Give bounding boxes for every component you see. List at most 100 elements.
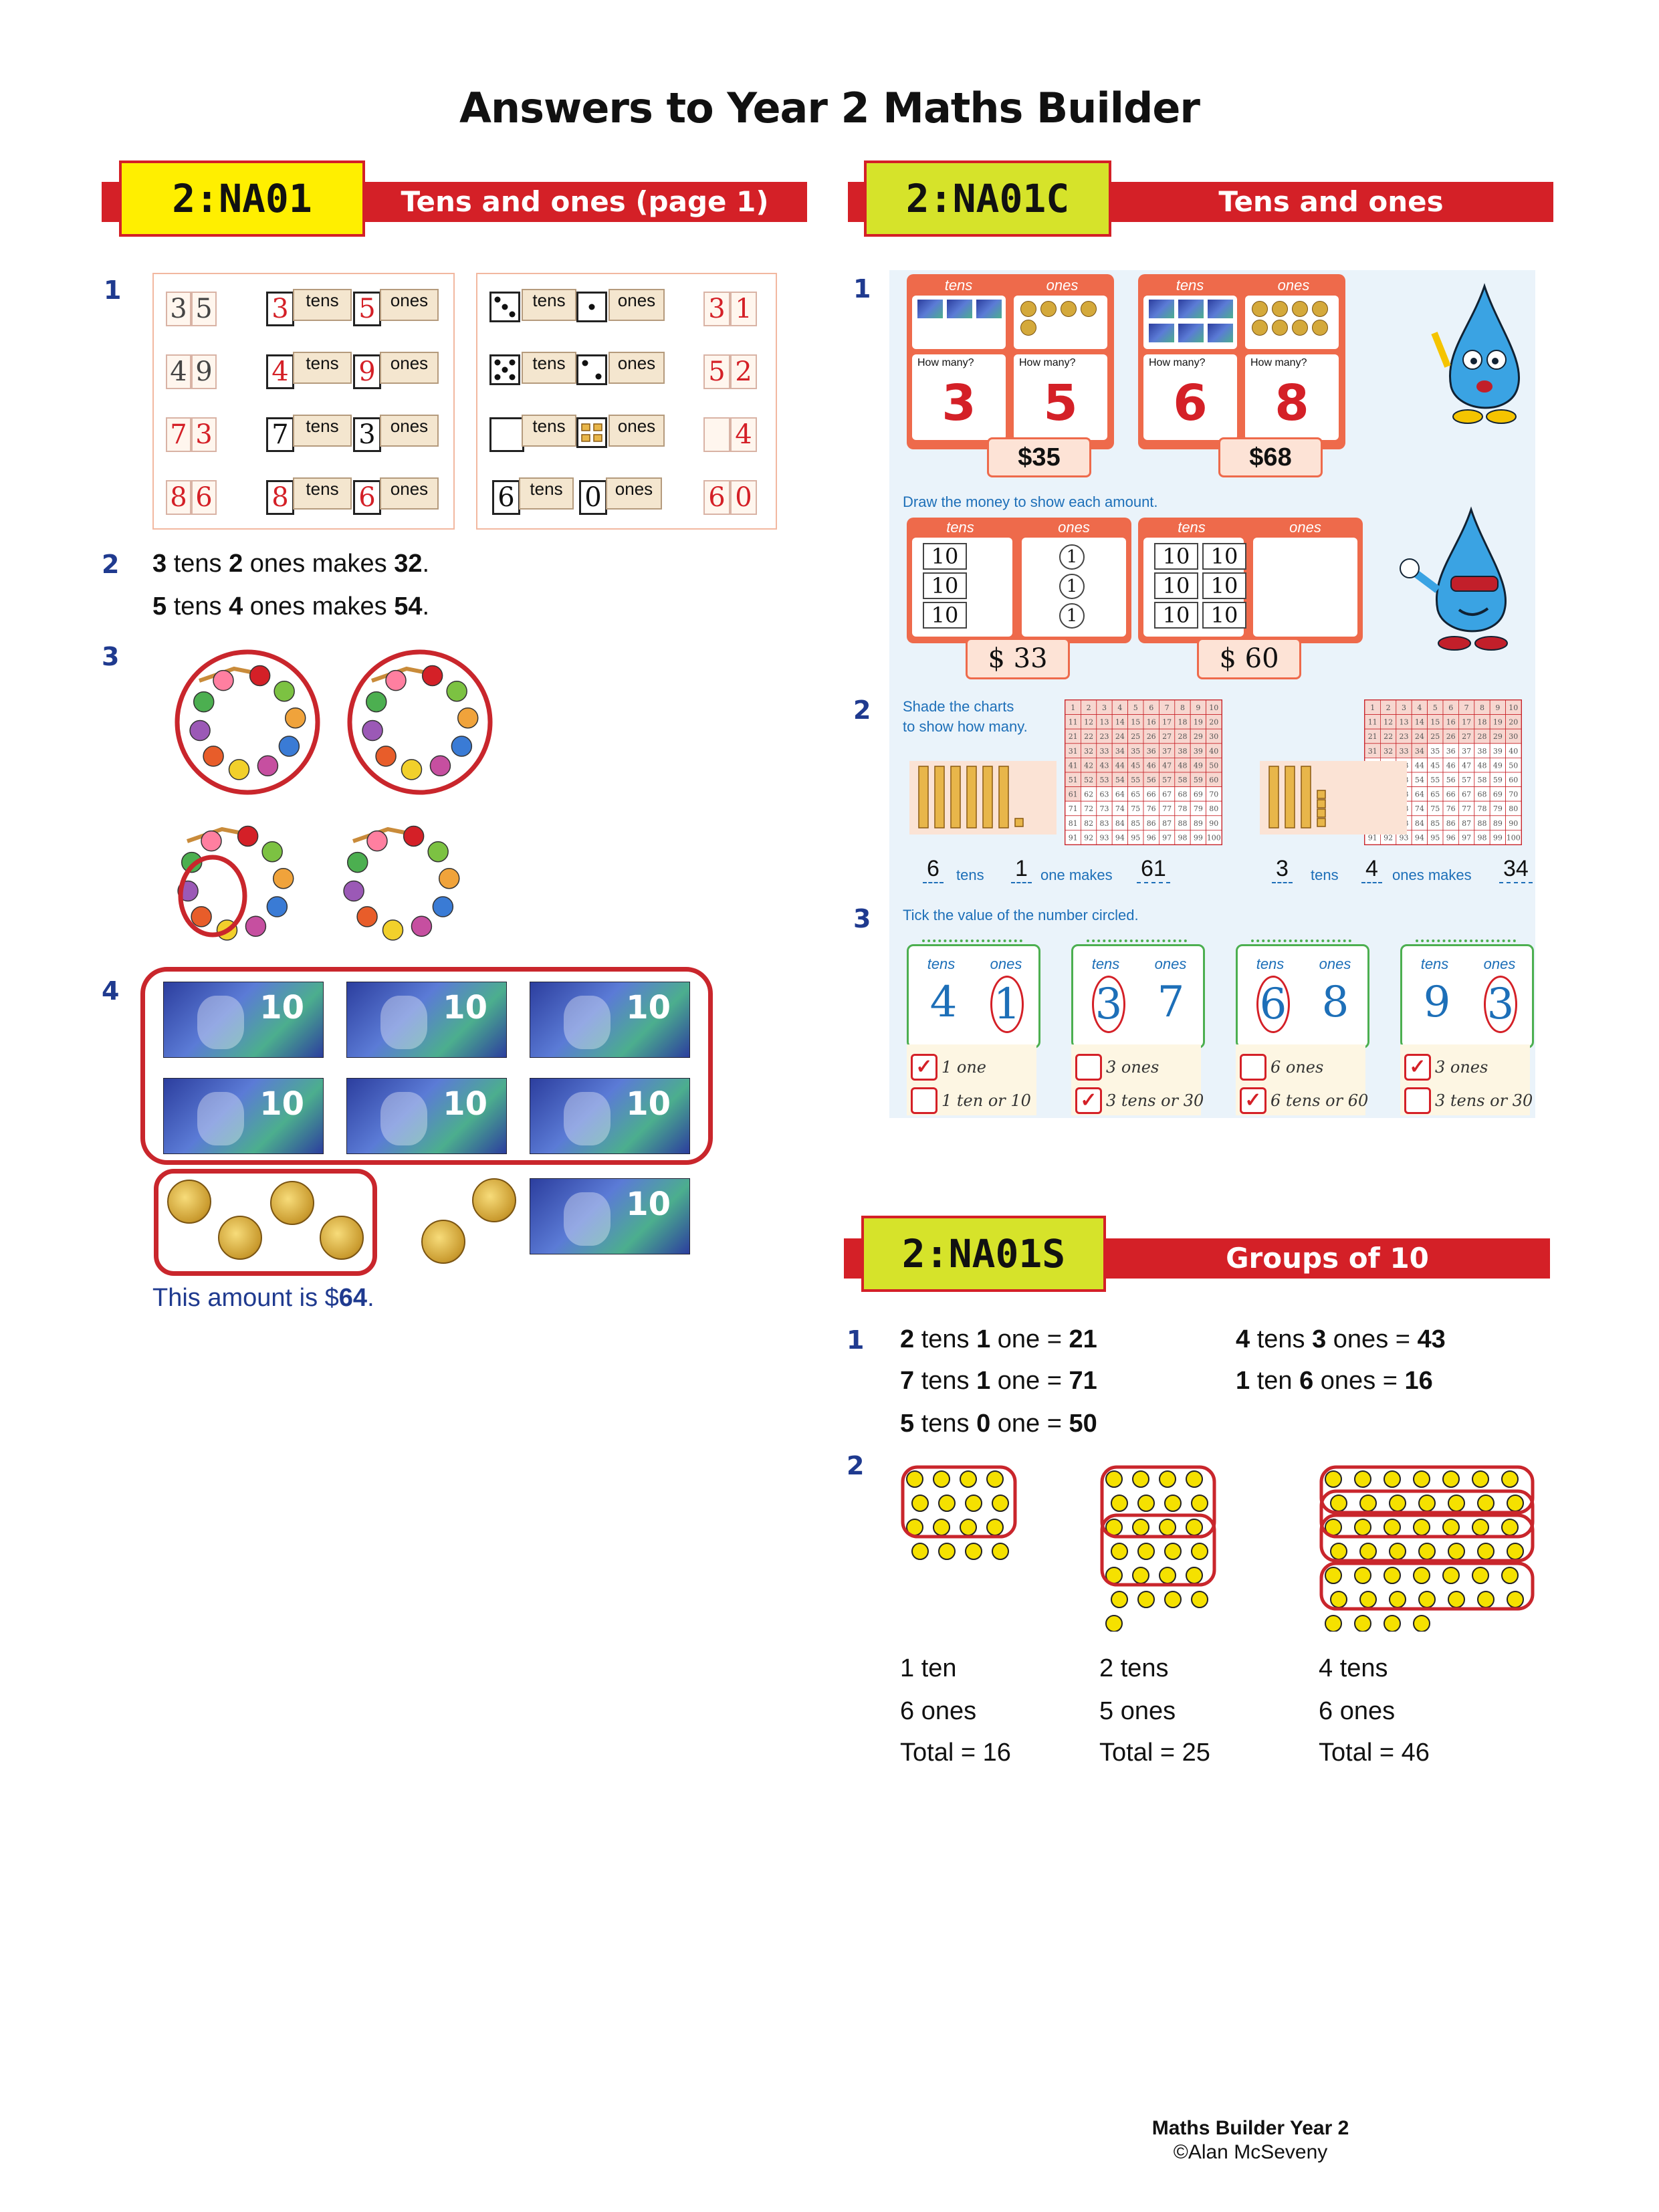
checkbox[interactable] <box>1075 1054 1102 1081</box>
group-tens: 2 tens <box>1099 1654 1169 1682</box>
how-many-label: How many? <box>1019 357 1076 368</box>
one-dollar-coin-icon <box>1292 301 1308 317</box>
svg-text:42: 42 <box>1084 761 1093 770</box>
ones-answer-box: 5 <box>353 292 381 326</box>
option-label: 3 tens or 30 <box>1106 1091 1204 1110</box>
svg-text:57: 57 <box>1462 776 1471 784</box>
checkbox[interactable]: ✓ <box>1240 1087 1266 1114</box>
ten-dollar-note-icon: 10 <box>530 982 690 1058</box>
svg-text:87: 87 <box>1462 819 1471 828</box>
svg-text:4: 4 <box>1417 703 1422 712</box>
svg-text:74: 74 <box>1415 804 1424 813</box>
ten-dollar-note-icon <box>947 300 972 318</box>
svg-text:96: 96 <box>1147 833 1156 842</box>
makes-answer: 61 <box>1137 856 1170 883</box>
ten-dollar-note-icon: 10 <box>530 1078 690 1154</box>
svg-text:68: 68 <box>1478 790 1487 799</box>
note-value: 10 <box>626 1186 671 1223</box>
question-number: 2 <box>853 695 871 725</box>
question-number: 1 <box>853 274 871 304</box>
tens-answer: 3 <box>1272 856 1293 883</box>
tens-label: tens <box>1178 519 1206 536</box>
section-code: 2:NA01S <box>861 1216 1106 1292</box>
svg-text:39: 39 <box>1194 747 1203 756</box>
note-value: 10 <box>443 989 487 1026</box>
checkbox[interactable] <box>1404 1087 1431 1114</box>
answer-line: 7 tens 1 one = 71 <box>900 1367 1097 1395</box>
tens-dice-icon <box>489 354 520 385</box>
tens-word: tens <box>956 867 984 883</box>
section-title: Tens and ones <box>1218 185 1444 218</box>
ones-count: 8 <box>1275 374 1309 432</box>
number-tens-digit: 7 <box>166 417 191 452</box>
svg-text:74: 74 <box>1115 804 1125 813</box>
tens-word: tens <box>1311 867 1339 883</box>
svg-text:46: 46 <box>1446 761 1456 770</box>
one-dollar-coin-icon <box>421 1220 465 1264</box>
spiral-binding <box>1251 939 1351 949</box>
svg-text:21: 21 <box>1069 732 1078 741</box>
checkbox[interactable] <box>911 1087 937 1114</box>
circle-mark <box>140 967 713 1165</box>
svg-text:37: 37 <box>1162 747 1172 756</box>
checkbox[interactable]: ✓ <box>1404 1054 1431 1081</box>
svg-text:96: 96 <box>1446 833 1456 842</box>
svg-text:12: 12 <box>1384 718 1393 727</box>
tens-answer-box: 7 <box>266 417 294 452</box>
svg-text:49: 49 <box>1493 761 1503 770</box>
checkbox[interactable] <box>1240 1054 1266 1081</box>
tens-empty-box <box>489 417 524 452</box>
answer-ones-digit: 2 <box>730 354 757 389</box>
checkbox[interactable]: ✓ <box>911 1054 937 1081</box>
tens-count: 3 <box>942 374 976 432</box>
svg-text:28: 28 <box>1178 732 1188 741</box>
svg-text:4: 4 <box>1117 703 1122 712</box>
checkbox[interactable]: ✓ <box>1075 1087 1102 1114</box>
section-code: 2:NA01C <box>864 160 1111 237</box>
svg-text:85: 85 <box>1430 819 1440 828</box>
svg-text:100: 100 <box>1507 833 1521 842</box>
ones-label: ones <box>380 352 439 384</box>
svg-text:37: 37 <box>1462 747 1471 756</box>
svg-text:10: 10 <box>1209 703 1218 712</box>
drawn-ten-note: 10 <box>1154 602 1198 629</box>
svg-text:60: 60 <box>1509 776 1518 784</box>
money-total: $35 <box>987 437 1091 477</box>
one-dollar-coin-icon <box>218 1216 262 1260</box>
money-total: $68 <box>1218 437 1323 477</box>
svg-text:44: 44 <box>1115 761 1125 770</box>
instruction: Draw the money to show each amount. <box>903 493 1158 510</box>
svg-text:6: 6 <box>1448 703 1453 712</box>
money-total: $ 33 <box>966 638 1070 679</box>
one-dollar-coin-icon <box>1252 320 1268 336</box>
portrait <box>197 1092 244 1145</box>
answer-ones-digit: 4 <box>730 417 757 452</box>
svg-text:44: 44 <box>1415 761 1424 770</box>
ones-answer-box: 6 <box>353 480 381 515</box>
ones-label: ones <box>606 477 662 510</box>
tens-digit: 6 <box>1256 976 1290 1033</box>
svg-text:15: 15 <box>1131 718 1140 727</box>
circle-mark <box>178 855 247 937</box>
water-drop-mascot-sunglasses-icon <box>1400 506 1508 651</box>
tens-answer-box: 3 <box>266 292 294 326</box>
svg-text:18: 18 <box>1178 718 1188 727</box>
one-dollar-coin-icon <box>1252 301 1268 317</box>
drawn-one-coin: 1 <box>1059 574 1085 599</box>
tens-digit: 3 <box>1092 976 1125 1033</box>
ten-dollar-note-icon <box>917 300 943 318</box>
svg-text:22: 22 <box>1384 732 1393 741</box>
number-ones-digit: 5 <box>191 292 217 326</box>
number-tens-digit: 8 <box>166 480 191 515</box>
svg-text:97: 97 <box>1462 833 1471 842</box>
number-ones-digit: 3 <box>191 417 217 452</box>
ones-count: 5 <box>1043 374 1078 432</box>
answer-tens-digit: 3 <box>703 292 730 326</box>
svg-text:59: 59 <box>1194 776 1203 784</box>
svg-text:65: 65 <box>1430 790 1440 799</box>
ten-dollar-note-icon <box>976 300 1002 318</box>
svg-text:16: 16 <box>1147 718 1156 727</box>
ones-dice-icon <box>576 292 607 322</box>
svg-text:75: 75 <box>1131 804 1140 813</box>
